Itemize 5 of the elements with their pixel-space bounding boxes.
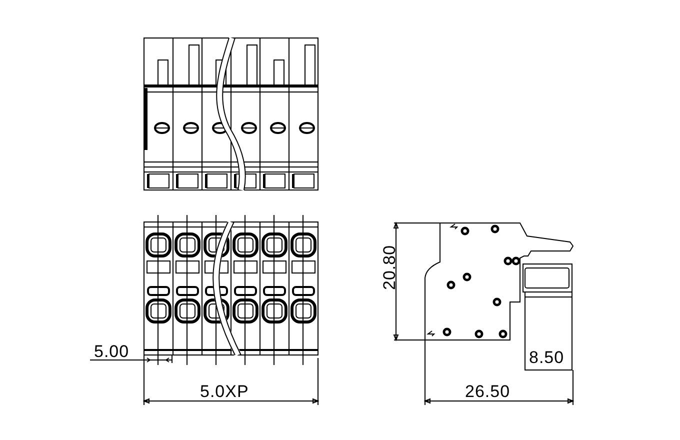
dimension-label: 26.50: [465, 383, 510, 401]
dimension-label: 5.00: [94, 343, 130, 361]
dimension-label: 8.50: [529, 349, 564, 367]
dimension-label: 5.0XP: [200, 383, 249, 401]
dimension-label: 20.80: [381, 244, 399, 290]
